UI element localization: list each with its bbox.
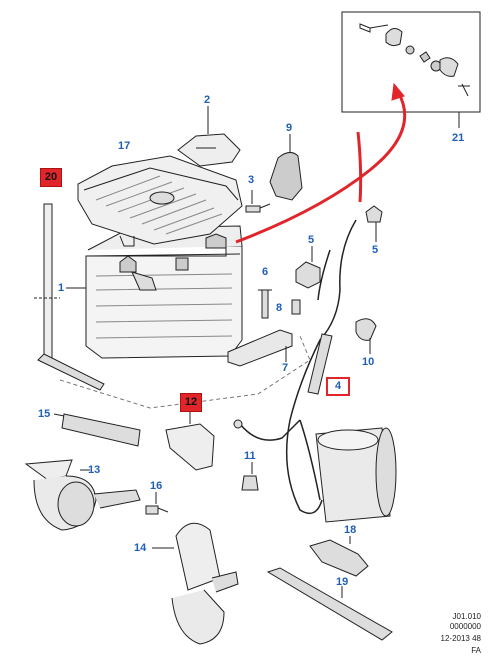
horn-13 (24, 459, 141, 531)
battery-assembly (85, 225, 243, 359)
inset-detail-box (341, 11, 481, 113)
callout-18: 18 (344, 524, 357, 536)
clamp-10 (355, 318, 377, 341)
callout-5-right: 5 (372, 244, 379, 256)
fuse-cover (269, 152, 303, 201)
callout-1: 1 (58, 282, 65, 294)
callout-20: 20 (40, 168, 62, 187)
callout-12: 12 (180, 393, 202, 412)
battery-tray (59, 335, 311, 409)
bolt-6 (258, 289, 272, 319)
rail-19 (266, 567, 393, 641)
callout-13: 13 (88, 464, 101, 476)
callout-17: 17 (118, 140, 131, 152)
horn-14 (171, 522, 239, 645)
bracket-7 (227, 329, 293, 367)
callout-10: 10 (362, 356, 375, 368)
diagram-reference-number: 0000000 (449, 622, 481, 631)
battery-cable (285, 219, 357, 515)
hold-down-bracket (34, 203, 105, 391)
callout-5-upper: 5 (308, 234, 315, 246)
callout-19: 19 (336, 576, 349, 588)
callout-4: 4 (326, 377, 350, 396)
bolt-8 (291, 299, 301, 315)
plate-15 (61, 413, 141, 447)
callout-11: 11 (244, 450, 256, 462)
starter-motor (315, 427, 397, 523)
callout-3: 3 (248, 174, 255, 186)
callout-7: 7 (282, 362, 289, 374)
terminal-5 (365, 205, 383, 223)
callout-14: 14 (134, 542, 147, 554)
bracket-12 (165, 423, 215, 471)
battery-cover (77, 155, 243, 247)
diagram-reference-suffix: FA (471, 646, 481, 655)
clip-18 (309, 539, 369, 577)
diagram-reference-code: J01.010 (452, 612, 481, 621)
callout-15: 15 (38, 408, 51, 420)
callout-9: 9 (286, 122, 293, 134)
callout-2: 2 (204, 94, 211, 106)
terminal-cover (177, 133, 241, 167)
clamp-5 (295, 261, 321, 289)
callout-6: 6 (262, 266, 269, 278)
bolt-16 (145, 505, 169, 515)
bolt-3 (245, 203, 271, 213)
callout-21: 21 (452, 132, 465, 144)
callout-8: 8 (276, 302, 283, 314)
diagram-reference-date: 12-2013 48 (440, 634, 481, 643)
callout-16: 16 (150, 480, 163, 492)
red-arrow-link (235, 91, 407, 244)
grommet-11 (241, 475, 259, 491)
